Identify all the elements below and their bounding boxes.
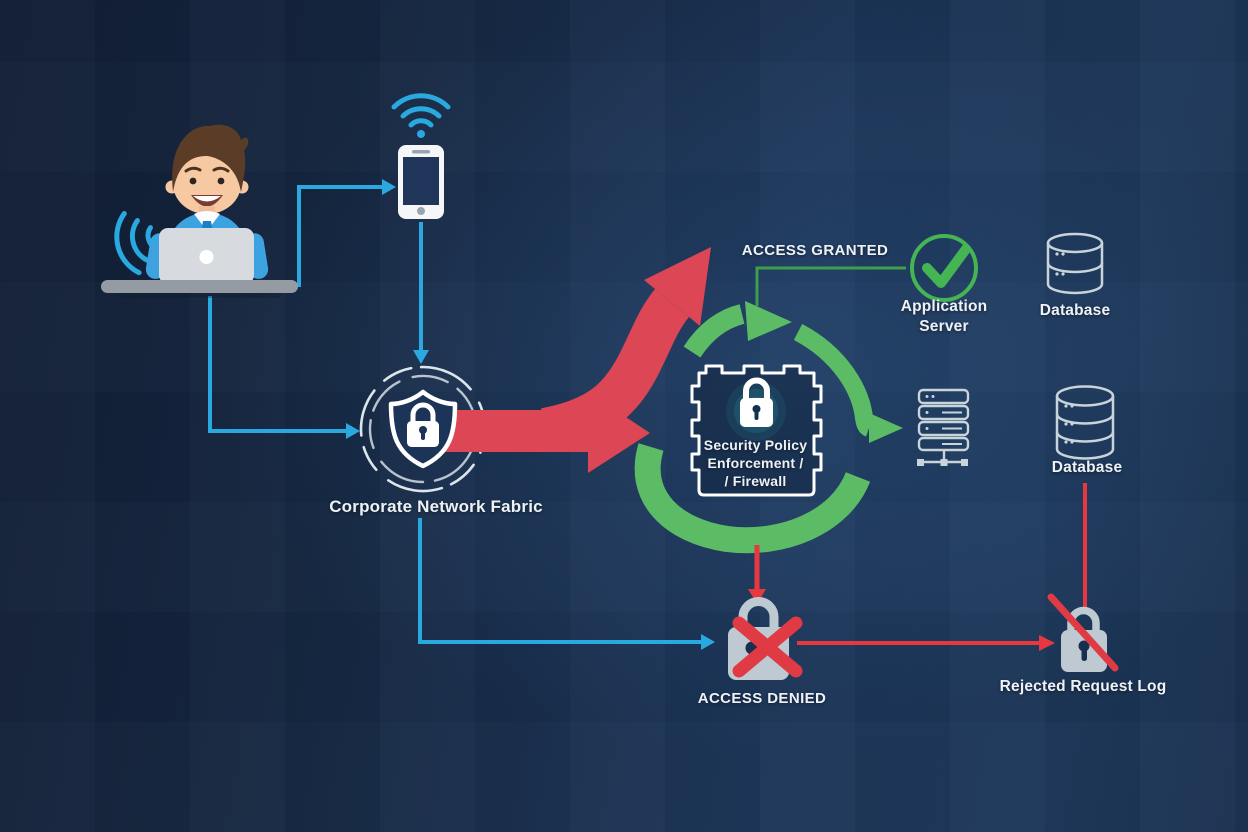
eyebrow	[212, 166, 230, 173]
wifi-signal-icon	[391, 93, 451, 128]
green-cycle-arrows	[634, 301, 903, 554]
red-x-mark	[732, 616, 803, 678]
laptop-logo	[199, 250, 214, 264]
rejected-request-log-label: Rejected Request Log	[999, 678, 1167, 695]
hair	[172, 124, 249, 192]
checkmark	[922, 244, 971, 288]
person-laptop-illustration	[101, 124, 298, 298]
check-circle-icon	[910, 234, 978, 302]
lock-slash-icon	[1047, 593, 1119, 672]
arrowhead	[1039, 635, 1055, 651]
application-server-label: Application Server	[900, 298, 988, 335]
lock-x-icon	[728, 597, 803, 680]
green-arrowhead-to-server	[869, 413, 903, 443]
eye	[217, 177, 225, 185]
wifi-dot	[417, 130, 425, 138]
desk	[101, 280, 298, 293]
phone-speaker	[412, 150, 430, 154]
keyhole	[419, 426, 427, 434]
connector-user-to-mobile	[297, 179, 396, 287]
arrowhead	[382, 179, 396, 195]
shield-lock-icon	[388, 389, 458, 469]
keyhole-stem	[1081, 649, 1087, 661]
firewall-lock-icon	[690, 364, 823, 497]
arrowhead	[701, 634, 715, 650]
keyhole	[1078, 640, 1090, 652]
firewall-label: Security Policy Enforcement / / Firewall	[703, 437, 808, 489]
database-icon-mid	[1055, 385, 1115, 460]
connector-firewall-to-granted	[755, 266, 906, 306]
phone-screen	[403, 157, 439, 205]
keyhole-stem	[754, 411, 759, 420]
red-curved-branch	[540, 289, 690, 452]
eye	[189, 177, 197, 185]
arrowhead	[413, 350, 429, 364]
green-arc-bottom	[634, 443, 871, 554]
phone-home-button	[417, 207, 425, 215]
database-top-label: Database	[1039, 302, 1111, 319]
database-icon-top	[1046, 232, 1104, 295]
desk-shadow	[118, 293, 281, 298]
access-granted-label: ACCESS GRANTED	[741, 242, 889, 259]
connector-mobile-to-fabric	[413, 222, 429, 364]
database-mid-label: Database	[1051, 459, 1123, 476]
green-arc-top	[683, 304, 745, 358]
green-arc-right	[793, 324, 875, 437]
lock-shackle	[410, 402, 436, 422]
green-arrowhead-top	[745, 301, 792, 341]
connector-denied-to-rejected	[797, 635, 1055, 651]
eyebrow	[184, 166, 202, 173]
teeth	[193, 196, 221, 202]
connector-firewall-to-denied	[748, 545, 766, 604]
keyhole	[752, 405, 761, 413]
smartphone-wifi-icon	[391, 93, 451, 219]
arrowhead	[346, 423, 360, 439]
fabric-dashed-rings	[359, 365, 487, 493]
connector-user-to-fabric	[208, 296, 360, 439]
arrowhead	[748, 589, 766, 604]
firewall-border	[690, 364, 823, 497]
connector-fabric-to-denied	[418, 518, 715, 650]
lock-shackle	[738, 597, 779, 629]
lock-shackle	[743, 377, 770, 400]
red-arrowhead-up	[644, 247, 711, 326]
server-rack-icon	[917, 388, 970, 466]
keyhole-stem	[421, 432, 425, 440]
corporate-network-fabric-label: Corporate Network Fabric	[329, 497, 543, 516]
red-flow-arrows	[436, 247, 711, 473]
red-slash	[1047, 593, 1119, 672]
access-denied-label: ACCESS DENIED	[697, 690, 827, 707]
